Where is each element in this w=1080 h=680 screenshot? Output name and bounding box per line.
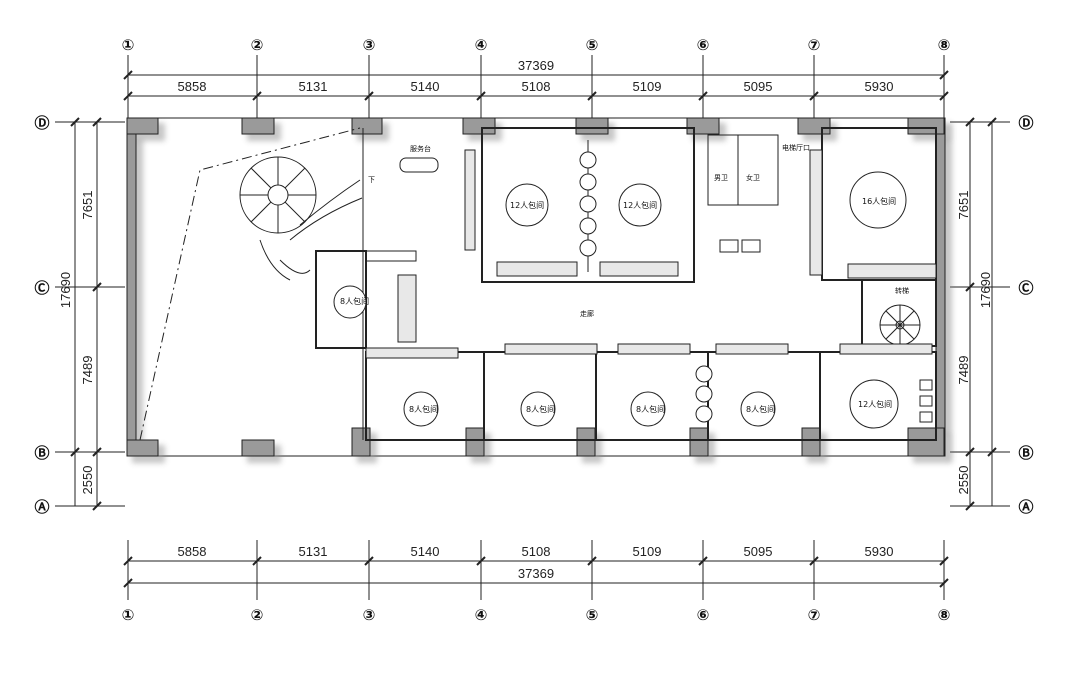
bottom-total-dimension: 37369 — [518, 566, 554, 581]
grid-row-C-left: Ⓒ — [34, 279, 49, 297]
dish-window-label: 电梯厅口 — [782, 143, 810, 152]
left-grid-bubbles: Ⓓ Ⓒ Ⓑ Ⓐ — [34, 114, 49, 516]
room-8-d-label: 8人包间 — [746, 404, 775, 414]
left-dimensions — [55, 117, 125, 511]
bottom-span-4: 5108 — [522, 544, 551, 559]
building-walls — [126, 117, 946, 457]
atrium-void — [139, 127, 364, 441]
room-8-side-label: 8人包间 — [340, 296, 369, 306]
right-span-3: 2550 — [956, 466, 971, 495]
grid-row-D-right: Ⓓ — [1018, 114, 1033, 132]
spiral-staircase-left — [239, 156, 363, 281]
bottom-span-7: 5930 — [865, 544, 894, 559]
grid-col-4-top: ④ — [475, 36, 488, 54]
room-12-bottom-label: 12人包间 — [858, 399, 892, 409]
corridor-label: 走廊 — [580, 309, 594, 318]
top-span-5: 5109 — [633, 79, 662, 94]
top-span-4: 5108 — [522, 79, 551, 94]
right-stair-label: 转梯 — [895, 286, 909, 295]
left-total-dimension: 17690 — [58, 272, 73, 308]
bottom-span-5: 5109 — [633, 544, 662, 559]
grid-col-3-bottom: ③ — [363, 606, 376, 624]
bottom-span-6: 5095 — [744, 544, 773, 559]
grid-col-2-bottom: ② — [251, 606, 264, 624]
left-span-2: 7489 — [80, 356, 95, 385]
grid-col-7-top: ⑦ — [808, 36, 821, 54]
room-12-right-label: 12人包间 — [623, 200, 657, 210]
right-span-2: 7489 — [956, 356, 971, 385]
grid-col-1-bottom: ① — [122, 606, 135, 624]
bottom-span-3: 5140 — [411, 544, 440, 559]
top-dimensions — [123, 55, 949, 118]
room-12-left: 12人包间 12人包间 — [464, 127, 695, 283]
grid-col-8-bottom: ⑧ — [938, 606, 951, 624]
room-16-label: 16人包间 — [862, 196, 896, 206]
right-dimensions — [950, 117, 1010, 511]
grid-col-3-top: ③ — [363, 36, 376, 54]
grid-col-5-bottom: ⑤ — [586, 606, 599, 624]
right-grid-bubbles: Ⓓ Ⓒ Ⓑ Ⓐ — [1018, 114, 1033, 516]
grid-col-7-bottom: ⑦ — [808, 606, 821, 624]
top-span-6: 5095 — [744, 79, 773, 94]
grid-col-5-top: ⑤ — [586, 36, 599, 54]
bottom-span-dimensions: 5858 5131 5140 5108 5109 5095 5930 — [178, 544, 894, 559]
grid-col-4-bottom: ④ — [475, 606, 488, 624]
stair-down-label: 下 — [368, 176, 375, 184]
grid-row-A-left: Ⓐ — [34, 498, 49, 516]
top-span-dimensions: 5858 5131 5140 5108 5109 5095 5930 — [178, 79, 894, 94]
bottom-span-1: 5858 — [178, 544, 207, 559]
left-span-3: 2550 — [80, 466, 95, 495]
bottom-room-tables — [403, 379, 899, 429]
bottom-grid-bubbles: ① ② ③ ④ ⑤ ⑥ ⑦ ⑧ — [122, 606, 951, 624]
room-8-side: 8人包间 — [315, 250, 417, 349]
room-8-b-label: 8人包间 — [526, 404, 555, 414]
restrooms — [707, 134, 779, 253]
room-8-c-label: 8人包间 — [636, 404, 665, 414]
top-grid-bubbles: ① ② ③ ④ ⑤ ⑥ ⑦ ⑧ — [122, 36, 951, 54]
grid-col-8-top: ⑧ — [938, 36, 951, 54]
grid-row-B-left: Ⓑ — [34, 444, 49, 462]
grid-col-1-top: ① — [122, 36, 135, 54]
grid-col-6-bottom: ⑥ — [697, 606, 710, 624]
grid-row-B-right: Ⓑ — [1018, 444, 1033, 462]
top-span-2: 5131 — [299, 79, 328, 94]
top-span-3: 5140 — [411, 79, 440, 94]
top-span-1: 5858 — [178, 79, 207, 94]
room-12-left-label: 12人包间 — [510, 200, 544, 210]
room-8-a-label: 8人包间 — [409, 404, 438, 414]
top-span-7: 5930 — [865, 79, 894, 94]
grid-row-D-left: Ⓓ — [34, 114, 49, 132]
service-desk-label: 服务台 — [410, 144, 431, 153]
grid-col-6-top: ⑥ — [697, 36, 710, 54]
grid-row-C-right: Ⓒ — [1018, 279, 1033, 297]
left-span-1: 7651 — [80, 191, 95, 220]
male-wc-label: 男卫 — [714, 174, 728, 182]
right-total-dimension: 17690 — [978, 272, 993, 308]
top-total-dimension: 37369 — [518, 58, 554, 73]
grid-col-2-top: ② — [251, 36, 264, 54]
right-span-1: 7651 — [956, 191, 971, 220]
service-desk: 服务台 — [399, 144, 439, 173]
bottom-span-2: 5131 — [299, 544, 328, 559]
bottom-rooms — [365, 343, 937, 441]
female-wc-label: 女卫 — [746, 173, 760, 182]
bottom-dimensions — [123, 540, 949, 600]
grid-row-A-right: Ⓐ — [1018, 498, 1033, 516]
